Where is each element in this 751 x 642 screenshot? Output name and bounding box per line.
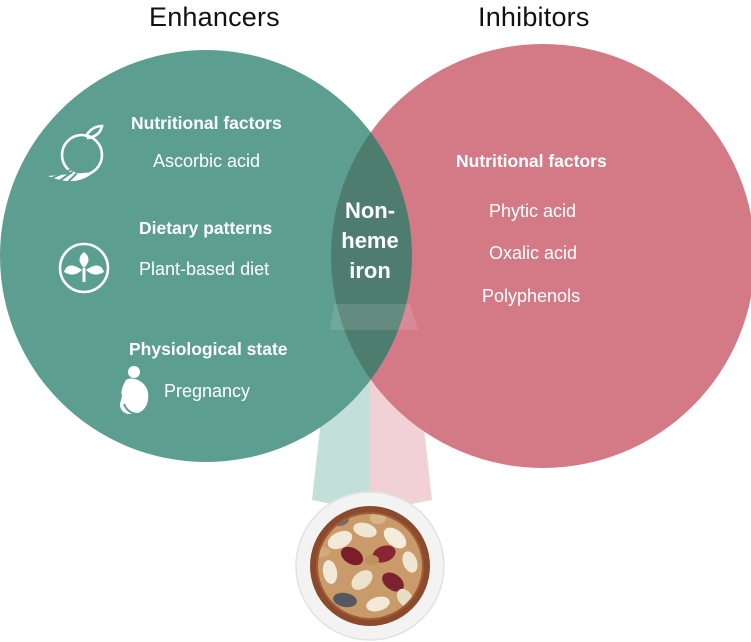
inhibitors-circle bbox=[331, 44, 751, 468]
pregnancy-icon bbox=[120, 366, 149, 415]
bean-bowl-icon bbox=[295, 491, 445, 641]
inhibitors-item-phytic: Phytic acid bbox=[489, 201, 577, 221]
center-label: Non- heme iron bbox=[322, 196, 418, 286]
inhibitors-item-oxalic: Oxalic acid bbox=[489, 243, 578, 263]
inhibitors-item-polyphenols: Polyphenols bbox=[482, 286, 581, 306]
inhibitors-title: Inhibitors bbox=[478, 2, 590, 32]
enhancers-nutritional-heading: Nutritional factors bbox=[131, 113, 282, 133]
inhibitors-nutritional-heading: Nutritional factors bbox=[456, 151, 607, 171]
enhancers-title: Enhancers bbox=[149, 2, 280, 32]
citrus-fruit-icon bbox=[48, 124, 104, 185]
enhancers-nutritional-item: Ascorbic acid bbox=[153, 151, 261, 171]
enhancers-dietary-item: Plant-based diet bbox=[139, 259, 270, 279]
center-label-line1: Non- bbox=[344, 198, 396, 223]
magnifier-beam-overlay bbox=[330, 304, 418, 330]
enhancers-physiological-heading: Physiological state bbox=[129, 339, 288, 359]
plant-leaf-icon bbox=[58, 242, 110, 294]
enhancers-physiological-item: Pregnancy bbox=[164, 381, 251, 401]
center-label-line2: heme bbox=[341, 228, 399, 253]
center-label-line3: iron bbox=[349, 258, 391, 283]
enhancers-dietary-heading: Dietary patterns bbox=[139, 218, 273, 238]
